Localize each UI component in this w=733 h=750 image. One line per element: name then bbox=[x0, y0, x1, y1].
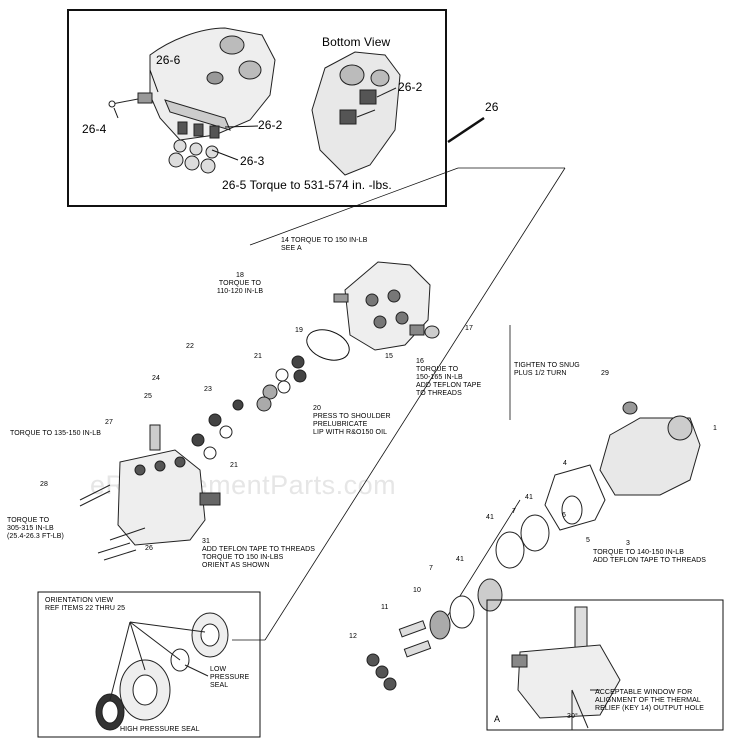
callout-14: 14 TORQUE TO 150 IN-LB SEE A bbox=[281, 237, 368, 252]
torque-note-3: TORQUE TO 140-150 IN-LB ADD TEFLON TAPE … bbox=[593, 549, 707, 564]
callout-41-middle: 41 bbox=[486, 514, 494, 521]
callout-18: 18 TORQUE TO 110-120 IN-LB bbox=[216, 272, 264, 295]
detail-a-frame bbox=[486, 599, 724, 731]
callout-10: 10 bbox=[413, 587, 421, 594]
top-inset-leaders bbox=[113, 69, 259, 161]
manifold-illustration bbox=[79, 424, 221, 561]
callout-15: 15 bbox=[385, 353, 393, 360]
callout-4: 4 bbox=[563, 460, 567, 467]
callout-27: 27 bbox=[105, 419, 113, 426]
detail-a-letter: A bbox=[494, 714, 501, 724]
top-inset-frame bbox=[67, 9, 447, 207]
callout-41-upper: 41 bbox=[525, 494, 533, 501]
callout-3: 3 bbox=[626, 540, 630, 547]
callout-16: 16 TORQUE TO 150-165 IN-LB ADD TEFLON TA… bbox=[416, 358, 482, 397]
manifold-cover-illustration bbox=[333, 261, 440, 351]
oring-19 bbox=[306, 329, 350, 361]
callout-6: 6 bbox=[562, 512, 566, 519]
orientation-seals-illustration bbox=[95, 612, 229, 731]
callout-23: 23 bbox=[204, 386, 212, 393]
bottom-view-label: Bottom View bbox=[322, 35, 391, 49]
torque-note-28: TORQUE TO 305-315 IN-LB (25.4-26.3 FT-LB… bbox=[7, 517, 64, 540]
callout-25: 25 bbox=[144, 393, 152, 400]
callout-11: 11 bbox=[381, 604, 389, 611]
callout-22: 22 bbox=[186, 343, 194, 350]
callout-26-main: 26 bbox=[145, 545, 153, 552]
callout-26-2-right: 26-2 bbox=[398, 80, 423, 94]
orientation-view-title: ORIENTATION VIEW REF ITEMS 22 THRU 25 bbox=[45, 597, 126, 612]
callout-31: 31 ADD TEFLON TAPE TO THREADS TORQUE TO … bbox=[202, 538, 316, 569]
callout-26-6: 26-6 bbox=[156, 53, 181, 67]
torque-note-27: TORQUE TO 135-150 IN-LB bbox=[10, 430, 102, 437]
callout-20: 20 PRESS TO SHOULDER PRELUBRICATE LIP WI… bbox=[313, 405, 391, 436]
seal-stack-illustration bbox=[191, 355, 307, 460]
callout-21-top: 21 bbox=[254, 353, 262, 360]
callout-7-lower: 7 bbox=[429, 565, 433, 572]
callout-19: 19 bbox=[295, 327, 303, 334]
crankcase-illustration bbox=[544, 401, 701, 531]
callout-26-4: 26-4 bbox=[82, 122, 107, 136]
callout-29: 29 bbox=[601, 370, 609, 377]
callout-24: 24 bbox=[152, 375, 160, 382]
callout-7-upper: 7 bbox=[512, 508, 516, 515]
callout-41-lower: 41 bbox=[456, 556, 464, 563]
low-pressure-seal-label: LOW PRESSURE SEAL bbox=[210, 666, 250, 689]
callout-26-3: 26-3 bbox=[240, 154, 265, 168]
pump-head-illustration bbox=[108, 27, 276, 174]
piston-assembly-illustration bbox=[366, 514, 550, 691]
detail-a-angle: 30° bbox=[567, 713, 578, 720]
callout-21-bottom: 21 bbox=[230, 462, 238, 469]
callout-26-5: 26-5 Torque to 531-574 in. -lbs. bbox=[222, 178, 392, 192]
callout-28: 28 bbox=[40, 481, 48, 488]
callout-1: 1 bbox=[713, 425, 717, 432]
detail-a-note: ACCEPTABLE WINDOW FOR ALIGNMENT OF THE T… bbox=[595, 689, 705, 712]
detail-a-pump-illustration bbox=[511, 606, 621, 730]
high-pressure-seal-label: HIGH PRESSURE SEAL bbox=[120, 726, 200, 733]
tighten-note: TIGHTEN TO SNUG PLUS 1/2 TURN bbox=[514, 362, 580, 377]
bottom-view-illustration bbox=[311, 51, 401, 176]
callout-26: 26 bbox=[485, 100, 499, 114]
callout-5: 5 bbox=[586, 537, 590, 544]
leader-26 bbox=[447, 116, 485, 144]
callout-12: 12 bbox=[349, 633, 357, 640]
callout-17: 17 bbox=[465, 325, 473, 332]
callout-26-2-left: 26-2 bbox=[258, 118, 283, 132]
orientation-view-frame bbox=[37, 591, 261, 738]
